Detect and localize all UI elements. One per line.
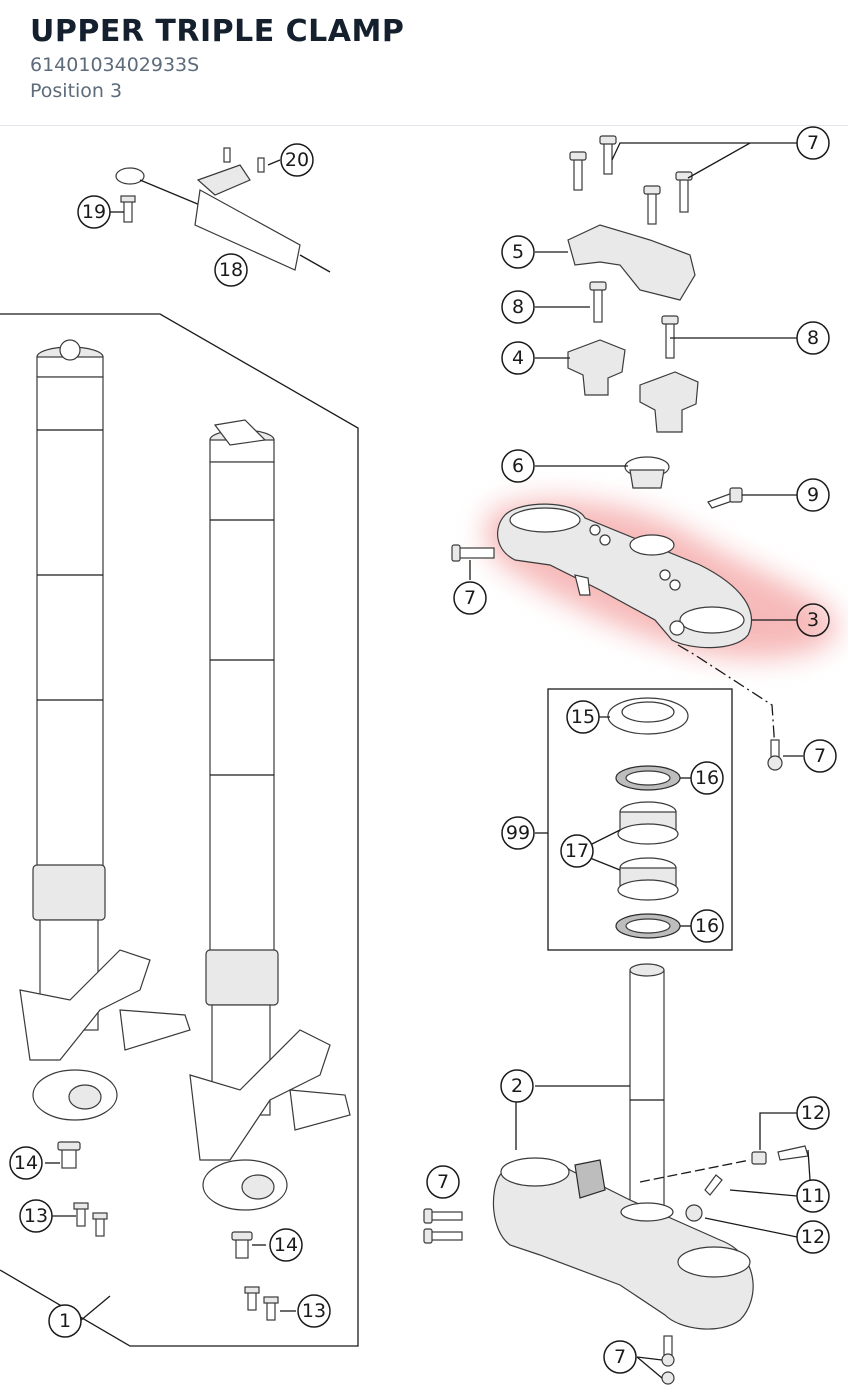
page-header: UPPER TRIPLE CLAMP 6140103402933S Positi… bbox=[0, 0, 848, 126]
svg-text:13: 13 bbox=[24, 1205, 48, 1227]
svg-text:7: 7 bbox=[807, 132, 819, 154]
callout-14[interactable]: 14 bbox=[269, 1228, 303, 1262]
svg-text:14: 14 bbox=[14, 1152, 38, 1174]
callout-8[interactable]: 8 bbox=[501, 290, 535, 324]
fork-legs-group bbox=[0, 313, 359, 1347]
svg-text:18: 18 bbox=[219, 259, 243, 281]
dash-line-bolt-7 bbox=[677, 644, 783, 771]
top-clamp-parts bbox=[451, 135, 743, 562]
callout-19[interactable]: 19 bbox=[77, 195, 111, 229]
svg-text:17: 17 bbox=[565, 840, 589, 862]
callout-16[interactable]: 16 bbox=[690, 761, 724, 795]
fork-frame-outline bbox=[0, 313, 359, 1347]
fork-bolts bbox=[57, 1141, 279, 1321]
lower-triple-clamp-part-2 bbox=[423, 963, 809, 1385]
callout-7[interactable]: 7 bbox=[453, 581, 487, 615]
callout-13[interactable]: 13 bbox=[19, 1199, 53, 1233]
svg-text:7: 7 bbox=[437, 1171, 449, 1193]
callout-6[interactable]: 6 bbox=[501, 449, 535, 483]
svg-text:20: 20 bbox=[285, 149, 309, 171]
svg-text:7: 7 bbox=[464, 587, 476, 609]
svg-text:8: 8 bbox=[512, 296, 524, 318]
position-label: Position 3 bbox=[30, 80, 123, 102]
svg-text:9: 9 bbox=[807, 484, 819, 506]
upper-triple-clamp-part-3 bbox=[497, 503, 753, 649]
svg-text:16: 16 bbox=[695, 767, 719, 789]
svg-text:6: 6 bbox=[512, 455, 524, 477]
callout-7[interactable]: 7 bbox=[803, 739, 837, 773]
part-number: 6140103402933S bbox=[30, 54, 200, 76]
svg-text:15: 15 bbox=[571, 706, 595, 728]
handlebar-clamp-top bbox=[567, 224, 696, 301]
svg-text:11: 11 bbox=[801, 1185, 825, 1207]
callout-12[interactable]: 12 bbox=[796, 1096, 830, 1130]
callout-9[interactable]: 9 bbox=[796, 478, 830, 512]
callout-7[interactable]: 7 bbox=[796, 126, 830, 160]
callout-11[interactable]: 11 bbox=[796, 1179, 830, 1213]
page-title: UPPER TRIPLE CLAMP bbox=[30, 14, 405, 49]
callout-12[interactable]: 12 bbox=[796, 1220, 830, 1254]
callout-1[interactable]: 1 bbox=[48, 1304, 82, 1338]
leader-lines bbox=[45, 142, 811, 1379]
callout-14[interactable]: 14 bbox=[9, 1146, 43, 1180]
svg-text:13: 13 bbox=[302, 1300, 326, 1322]
callout-20[interactable]: 20 bbox=[280, 143, 314, 177]
callout-18[interactable]: 18 bbox=[214, 253, 248, 287]
svg-text:99: 99 bbox=[506, 822, 530, 844]
svg-text:4: 4 bbox=[512, 347, 524, 369]
svg-text:12: 12 bbox=[801, 1226, 825, 1248]
bearing-kit bbox=[547, 688, 733, 951]
callout-5[interactable]: 5 bbox=[501, 235, 535, 269]
callout-3[interactable]: 3 bbox=[796, 603, 830, 637]
callout-4[interactable]: 4 bbox=[501, 341, 535, 375]
callout-99[interactable]: 99 bbox=[501, 816, 535, 850]
callout-17[interactable]: 17 bbox=[560, 834, 594, 868]
svg-text:7: 7 bbox=[614, 1346, 626, 1368]
handlebar-riser-1 bbox=[567, 339, 626, 396]
svg-text:7: 7 bbox=[814, 745, 826, 767]
fork-leg-right bbox=[189, 419, 351, 1211]
svg-text:12: 12 bbox=[801, 1102, 825, 1124]
callout-16[interactable]: 16 bbox=[690, 909, 724, 943]
handlebar-riser-2 bbox=[639, 371, 699, 433]
callout-13[interactable]: 13 bbox=[297, 1294, 331, 1328]
callout-7[interactable]: 7 bbox=[426, 1165, 460, 1199]
callout-15[interactable]: 15 bbox=[566, 700, 600, 734]
svg-text:1: 1 bbox=[59, 1310, 71, 1332]
svg-text:19: 19 bbox=[82, 201, 106, 223]
svg-text:16: 16 bbox=[695, 915, 719, 937]
svg-text:3: 3 bbox=[807, 609, 819, 631]
callout-2[interactable]: 2 bbox=[500, 1069, 534, 1103]
callout-8[interactable]: 8 bbox=[796, 321, 830, 355]
svg-text:14: 14 bbox=[274, 1234, 298, 1256]
svg-text:8: 8 bbox=[807, 327, 819, 349]
svg-text:2: 2 bbox=[511, 1075, 523, 1097]
steering-damper bbox=[115, 147, 331, 273]
callout-7[interactable]: 7 bbox=[603, 1340, 637, 1374]
svg-text:5: 5 bbox=[512, 241, 524, 263]
fork-leg-left bbox=[19, 339, 191, 1121]
